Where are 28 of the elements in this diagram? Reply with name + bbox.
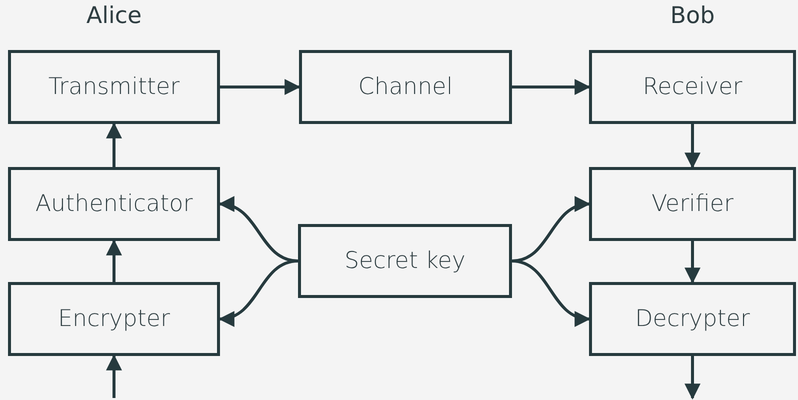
- arrow: [684, 124, 700, 169]
- process-box: [299, 50, 512, 124]
- arrow: [512, 260, 591, 326]
- process-box: [8, 50, 220, 124]
- box-label: Transmitter: [48, 74, 180, 100]
- arrow: [106, 354, 122, 398]
- box-label: Receiver: [642, 74, 742, 100]
- box-label: Authenticator: [35, 191, 193, 217]
- arrow: [684, 356, 700, 400]
- arrow: [512, 79, 591, 95]
- process-box: [589, 167, 796, 241]
- arrow: [106, 122, 122, 167]
- process-box: [8, 282, 220, 356]
- arrow: [218, 260, 298, 326]
- process-box: [589, 282, 796, 356]
- process-box: [298, 224, 512, 298]
- box-label: Encrypter: [58, 306, 170, 332]
- box-label: Decrypter: [635, 306, 750, 332]
- box-label: Secret key: [344, 248, 466, 274]
- box-label: Verifier: [651, 191, 734, 217]
- arrow: [220, 79, 301, 95]
- arrow: [684, 241, 700, 284]
- party-name: Alice: [86, 3, 142, 29]
- party-name: Bob: [670, 3, 715, 29]
- box-label: Channel: [358, 74, 453, 100]
- arrow: [106, 239, 122, 282]
- process-box: [8, 167, 220, 241]
- process-box: [589, 50, 796, 124]
